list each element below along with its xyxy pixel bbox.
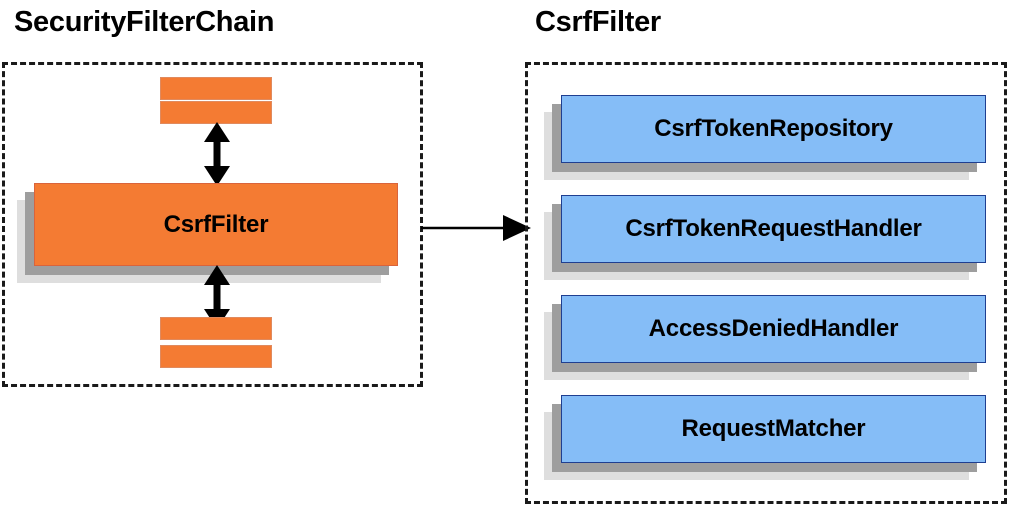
node-request-matcher-label: RequestMatcher <box>561 395 986 463</box>
node-csrf-filter[interactable]: CsrfFilter <box>17 183 398 283</box>
node-access-denied-handler[interactable]: AccessDeniedHandler <box>544 295 986 380</box>
node-csrf-token-request-handler-label: CsrfTokenRequestHandler <box>561 195 986 263</box>
node-csrf-token-repository-label: CsrfTokenRepository <box>561 95 986 163</box>
node-csrf-filter-label: CsrfFilter <box>34 183 398 266</box>
page-title-csrf-filter: CsrfFilter <box>535 6 661 38</box>
group-box-csrf-filter <box>525 62 1007 504</box>
filter-stripe-lower-2 <box>160 345 272 368</box>
page-title-security-filter-chain: SecurityFilterChain <box>14 6 275 38</box>
filter-stripe-upper-2 <box>160 101 272 124</box>
chain-link-above-arrow <box>204 122 230 186</box>
expand-arrow <box>421 215 531 241</box>
group-box-security-filter-chain <box>2 62 423 387</box>
node-csrf-token-request-handler[interactable]: CsrfTokenRequestHandler <box>544 195 986 280</box>
filter-stripe-lower-1 <box>160 317 272 340</box>
filter-stripe-upper-1 <box>160 77 272 100</box>
node-request-matcher[interactable]: RequestMatcher <box>544 395 986 480</box>
node-csrf-token-repository[interactable]: CsrfTokenRepository <box>544 95 986 180</box>
node-access-denied-handler-label: AccessDeniedHandler <box>561 295 986 363</box>
